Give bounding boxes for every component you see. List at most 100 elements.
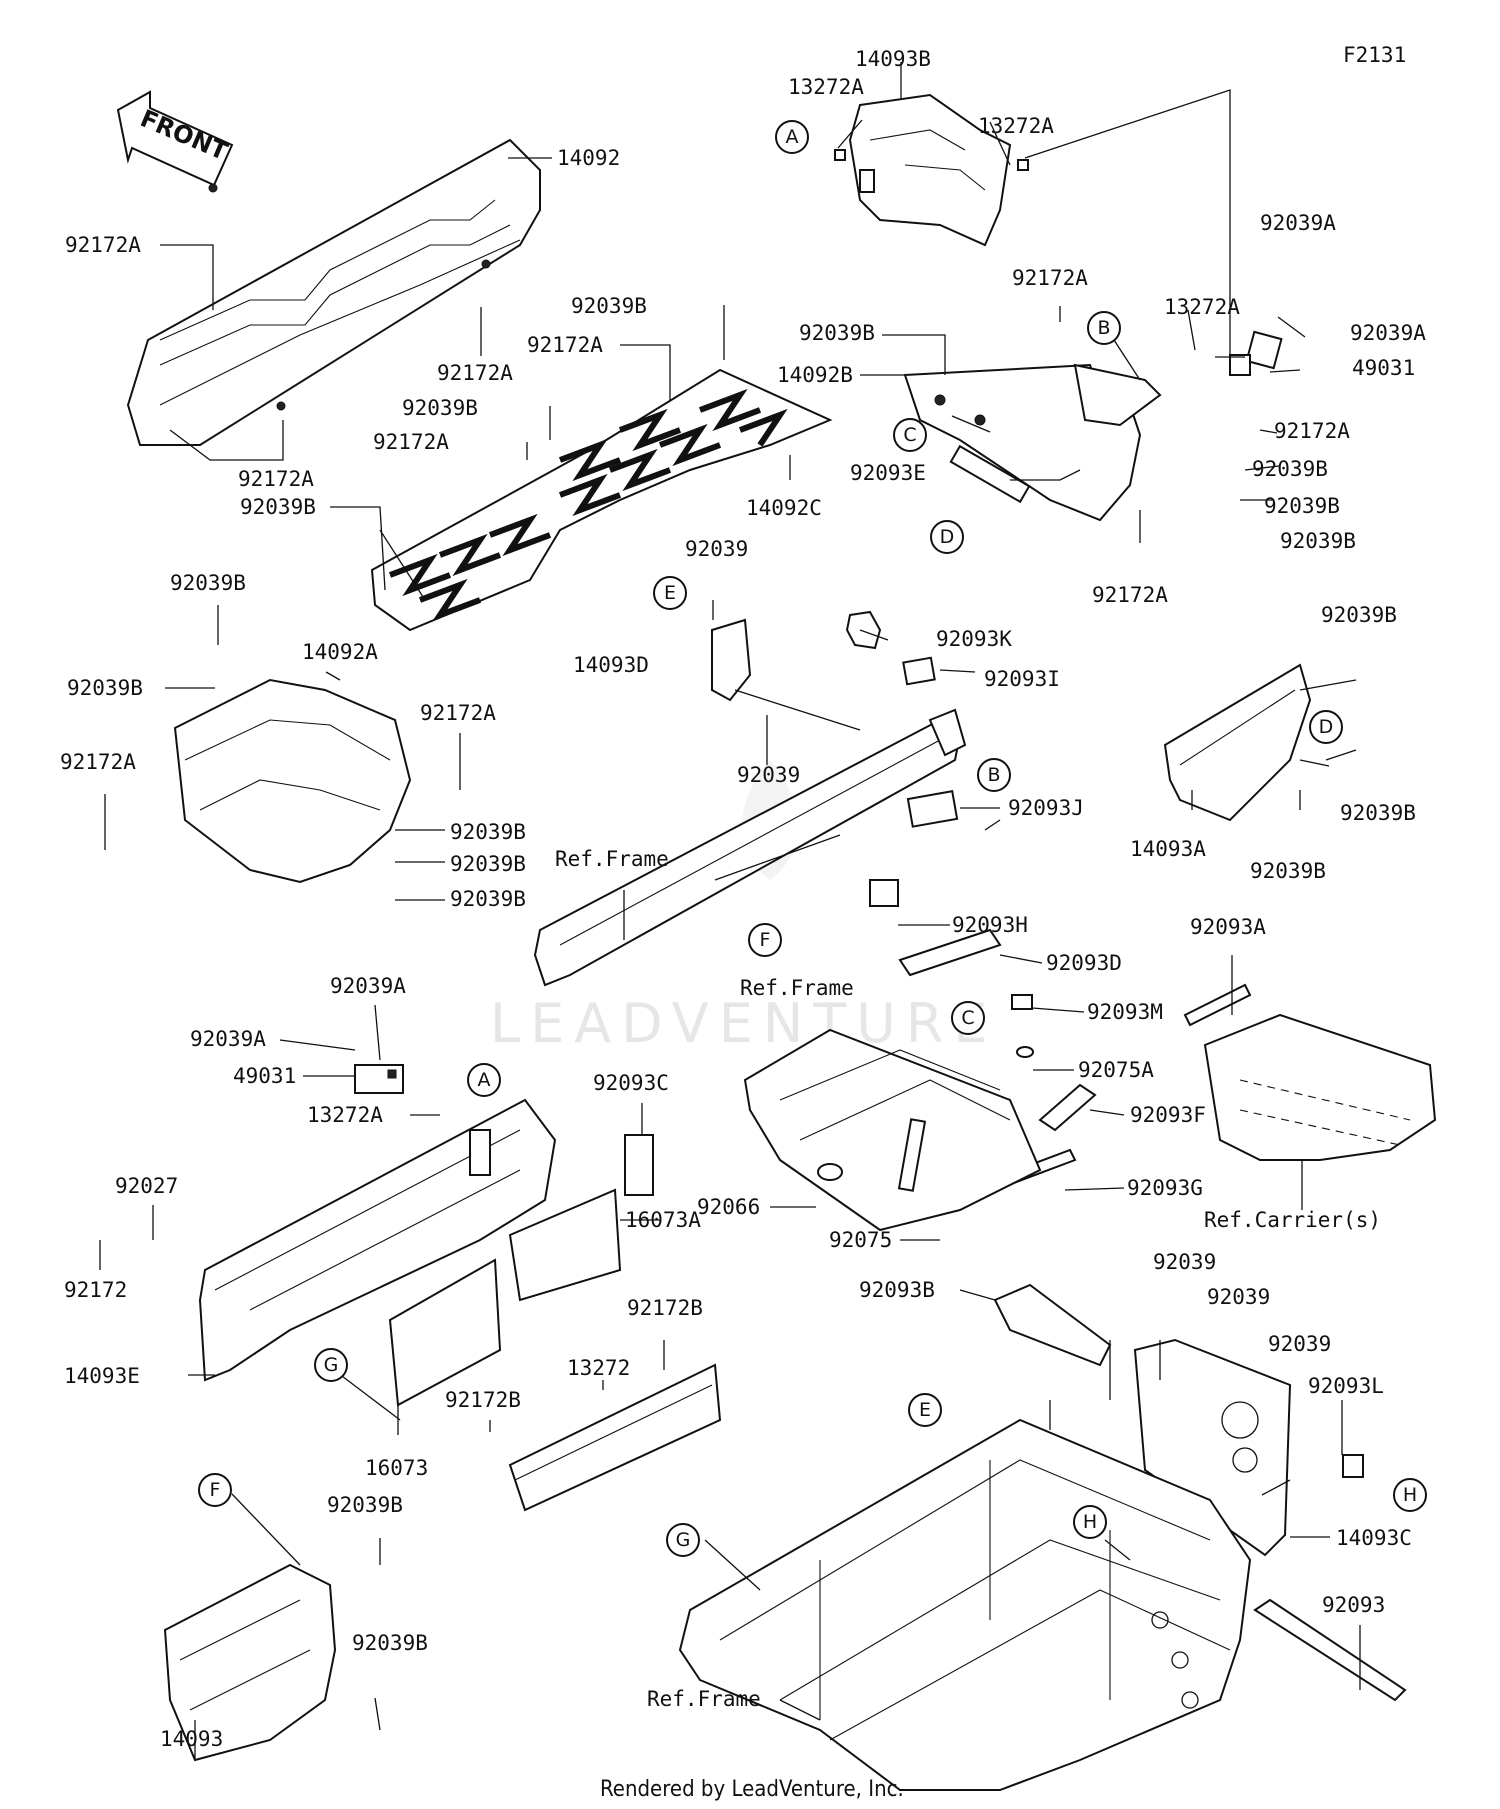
label-ref-carrier: Ref.Carrier(s) xyxy=(1204,1208,1381,1232)
part-14092b-drawing xyxy=(903,363,1162,522)
label-92039: 92039 xyxy=(685,537,748,561)
label-14092: 14092 xyxy=(557,146,620,170)
label-14093: 14093 xyxy=(160,1727,223,1751)
part-92093l-drawing xyxy=(1342,1454,1364,1478)
label-14093c: 14093C xyxy=(1336,1526,1412,1550)
label-92039b: 92039B xyxy=(1340,801,1416,825)
part-13272-drawing xyxy=(508,1363,722,1512)
ref-frame-center-drawing xyxy=(533,708,967,987)
label-92172a: 92172A xyxy=(1274,419,1350,443)
part-14093b-drawing xyxy=(834,93,1029,247)
label-92093k: 92093K xyxy=(936,627,1012,651)
part-16073a-drawing xyxy=(508,1188,622,1302)
label-92093b: 92093B xyxy=(859,1278,935,1302)
label-92172a: 92172A xyxy=(527,333,603,357)
label-92093: 92093 xyxy=(1322,1593,1385,1617)
label-13272a: 13272A xyxy=(978,114,1054,138)
svg-text:E: E xyxy=(919,1399,931,1421)
callout-f-center: F xyxy=(748,923,782,957)
part-14093e-drawing xyxy=(198,1098,557,1382)
callout-a-top: A xyxy=(775,120,809,154)
callout-g-left: G xyxy=(314,1348,348,1382)
label-92039b: 92039B xyxy=(571,294,647,318)
part-92093b-drawing xyxy=(993,1283,1112,1367)
label-92093j: 92093J xyxy=(1008,796,1084,820)
callout-b-center: B xyxy=(977,758,1011,792)
part-92093i-drawing xyxy=(902,656,936,686)
label-16073: 16073 xyxy=(365,1456,428,1480)
callouts: A B C D E A B C D E F F G G H H xyxy=(198,120,1427,1557)
label-92172a: 92172A xyxy=(238,467,314,491)
part-14092a-drawing xyxy=(173,678,412,884)
label-92039b: 92039B xyxy=(67,676,143,700)
label-49031: 49031 xyxy=(1352,356,1415,380)
label-92039b: 92039B xyxy=(170,571,246,595)
ref-carrier-drawing xyxy=(1203,1013,1437,1161)
label-92172: 92172 xyxy=(64,1278,127,1302)
label-92039: 92039 xyxy=(1153,1250,1216,1274)
label-92039b: 92039B xyxy=(1280,529,1356,553)
label-92039b: 92039B xyxy=(450,820,526,844)
callout-h-right: H xyxy=(1393,1478,1427,1512)
label-92172a: 92172A xyxy=(1012,266,1088,290)
svg-text:H: H xyxy=(1083,1511,1097,1533)
part-92093k-drawing xyxy=(845,610,882,650)
label-92172a: 92172A xyxy=(60,750,136,774)
callout-h-bottom: H xyxy=(1073,1505,1107,1539)
svg-text:A: A xyxy=(478,1069,491,1091)
callout-c-middle: C xyxy=(951,1001,985,1035)
watermark-text: LEADVENTURE xyxy=(490,992,997,1055)
ref-frame-bottom-drawing xyxy=(678,1418,1252,1791)
label-ref-frame: Ref.Frame xyxy=(647,1687,761,1711)
callout-d-right: D xyxy=(1309,710,1343,744)
label-92039b: 92039B xyxy=(1321,603,1397,627)
label-92039a: 92039A xyxy=(1260,211,1336,235)
label-92075a: 92075A xyxy=(1078,1058,1154,1082)
label-14093d: 14093D xyxy=(573,653,649,677)
label-92039b: 92039B xyxy=(1250,859,1326,883)
svg-text:A: A xyxy=(786,126,799,148)
part-92093j-drawing xyxy=(906,790,959,828)
label-92039b: 92039B xyxy=(240,495,316,519)
label-92039a: 92039A xyxy=(330,974,406,998)
label-92172a: 92172A xyxy=(437,361,513,385)
callout-d-top: D xyxy=(930,520,964,554)
label-14093a: 14093A xyxy=(1130,837,1206,861)
part-92093c-drawing xyxy=(624,1134,654,1196)
part-92093d-drawing xyxy=(898,928,1002,977)
label-92172a: 92172A xyxy=(1092,583,1168,607)
label-13272a: 13272A xyxy=(788,75,864,99)
part-92093a-drawing xyxy=(1183,983,1252,1027)
svg-text:C: C xyxy=(903,424,916,446)
label-92039b: 92039B xyxy=(450,887,526,911)
label-13272a: 13272A xyxy=(307,1103,383,1127)
part-92093m-drawing xyxy=(1011,994,1033,1010)
part-14093c-drawing xyxy=(1133,1338,1292,1557)
svg-text:D: D xyxy=(1319,716,1334,738)
part-49031-top-drawing xyxy=(1229,330,1283,376)
label-92093d: 92093D xyxy=(1046,951,1122,975)
label-92039a: 92039A xyxy=(1350,321,1426,345)
label-92039b: 92039B xyxy=(402,396,478,420)
label-ref-frame: Ref.Frame xyxy=(740,976,854,1000)
part-14093a-drawing xyxy=(1163,663,1312,822)
label-92039: 92039 xyxy=(1207,1285,1270,1309)
label-92039a: 92039A xyxy=(190,1027,266,1051)
svg-text:F: F xyxy=(210,1479,221,1501)
part-92093f-drawing xyxy=(1038,1083,1097,1132)
label-14092c: 14092C xyxy=(746,496,822,520)
part-14093-drawing xyxy=(163,1563,337,1762)
label-92039: 92039 xyxy=(1268,1332,1331,1356)
label-92172a: 92172A xyxy=(420,701,496,725)
label-16073a: 16073A xyxy=(625,1208,701,1232)
label-92066: 92066 xyxy=(697,1195,760,1219)
label-92093l: 92093L xyxy=(1308,1374,1384,1398)
label-92027: 92027 xyxy=(115,1174,178,1198)
part-16073-drawing xyxy=(388,1258,502,1407)
label-92172a: 92172A xyxy=(373,430,449,454)
svg-text:H: H xyxy=(1403,1484,1417,1506)
front-arrow-icon: FRONT xyxy=(116,90,234,187)
label-92093h: 92093H xyxy=(952,913,1028,937)
label-92093e: 92093E xyxy=(850,461,926,485)
